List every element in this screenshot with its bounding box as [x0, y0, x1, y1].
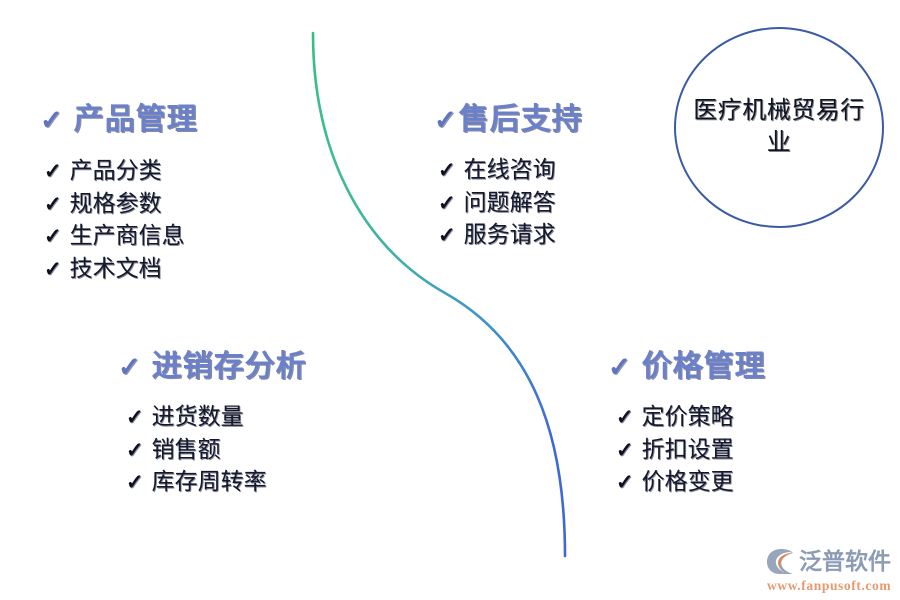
quadrant-pricing-title: 价格管理: [641, 350, 766, 383]
quadrant-product-heading: ✓ 产品管理: [40, 94, 198, 138]
list-item-label: 在线咨询: [463, 157, 556, 182]
industry-circle: 医疗机械贸易行业: [674, 27, 884, 228]
quadrant-inventory-heading: ✓ 进销存分析: [118, 341, 307, 385]
check-icon: ✓: [616, 470, 634, 495]
brand-url: www.fanpusoft.com: [767, 578, 892, 593]
list-item: ✓ 折扣设置: [616, 434, 766, 467]
list-item-label: 销售额: [151, 436, 221, 462]
list-item-label: 问题解答: [463, 189, 556, 215]
list-item: ✓ 库存周转率: [126, 466, 307, 499]
check-icon: ✓: [616, 405, 634, 429]
quadrant-aftersales-list: ✓ 在线咨询 ✓ 问题解答 ✓ 服务请求: [438, 154, 583, 252]
brand-logo: 泛普软件 www.fanpusoft.com: [766, 547, 894, 593]
quadrant-pricing: ✓ 价格管理 ✓ 定价策略 ✓ 折扣设置 ✓ 价格变更: [608, 341, 766, 499]
check-icon: ✓: [126, 470, 144, 495]
check-icon: ✓: [44, 159, 62, 183]
check-icon: ✓: [126, 437, 144, 462]
quadrant-pricing-list: ✓ 定价策略 ✓ 折扣设置 ✓ 价格变更: [616, 401, 766, 499]
quadrant-inventory: ✓ 进销存分析 ✓ 进货数量 ✓ 销售额 ✓ 库存周转率: [118, 341, 307, 499]
check-icon: ✓: [44, 256, 62, 281]
check-icon: ✓: [434, 105, 458, 135]
list-item: ✓ 定价策略: [616, 401, 766, 434]
list-item: ✓ 技术文档: [44, 253, 198, 286]
list-item-label: 价格变更: [641, 469, 734, 495]
check-icon: ✓: [608, 352, 632, 382]
list-item-label: 定价策略: [641, 404, 734, 429]
list-item-label: 服务请求: [463, 222, 556, 248]
check-icon: ✓: [44, 224, 62, 249]
list-item-label: 进货数量: [151, 404, 244, 429]
check-icon: ✓: [118, 352, 142, 382]
list-item: ✓ 进货数量: [126, 401, 307, 434]
quadrant-pricing-heading: ✓ 价格管理: [608, 341, 766, 385]
list-item-label: 产品分类: [69, 158, 162, 183]
quadrant-product-title: 产品管理: [73, 103, 198, 136]
list-item-label: 技术文档: [69, 255, 162, 281]
quadrant-product-list: ✓ 产品分类 ✓ 规格参数 ✓ 生产商信息 ✓ 技术文档: [44, 155, 198, 286]
list-item-label: 折扣设置: [641, 436, 734, 462]
quadrant-aftersales: ✓ 售后支持 ✓ 在线咨询 ✓ 问题解答 ✓ 服务请求: [434, 94, 583, 252]
quadrant-aftersales-heading: ✓ 售后支持: [434, 94, 583, 138]
list-item-label: 规格参数: [69, 190, 162, 216]
check-icon: ✓: [438, 190, 456, 215]
fanpu-logo-mark: [767, 549, 793, 574]
list-item: ✓ 问题解答: [438, 187, 583, 220]
list-item: ✓ 生产商信息: [44, 220, 198, 253]
list-item: ✓ 在线咨询: [438, 154, 583, 187]
check-icon: ✓: [44, 191, 62, 216]
check-icon: ✓: [438, 158, 456, 182]
list-item: ✓ 规格参数: [44, 188, 198, 221]
quadrant-inventory-list: ✓ 进货数量 ✓ 销售额 ✓ 库存周转率: [126, 401, 307, 499]
quadrant-aftersales-title: 售后支持: [458, 103, 583, 136]
list-item: ✓ 销售额: [126, 434, 307, 467]
check-icon: ✓: [616, 437, 634, 462]
list-item-label: 生产商信息: [69, 223, 185, 249]
list-item: ✓ 服务请求: [438, 219, 583, 252]
list-item: ✓ 价格变更: [616, 466, 766, 499]
quadrant-product: ✓ 产品管理 ✓ 产品分类 ✓ 规格参数 ✓ 生产商信息 ✓ 技术文档: [40, 94, 198, 286]
industry-circle-label: 医疗机械贸易行业: [693, 97, 865, 156]
check-icon: ✓: [438, 223, 456, 248]
check-icon: ✓: [40, 105, 64, 135]
list-item-label: 库存周转率: [151, 469, 267, 495]
quadrant-inventory-title: 进销存分析: [151, 350, 307, 383]
list-item: ✓ 产品分类: [44, 155, 198, 188]
brand-name: 泛普软件: [799, 548, 891, 574]
check-icon: ✓: [126, 405, 144, 429]
